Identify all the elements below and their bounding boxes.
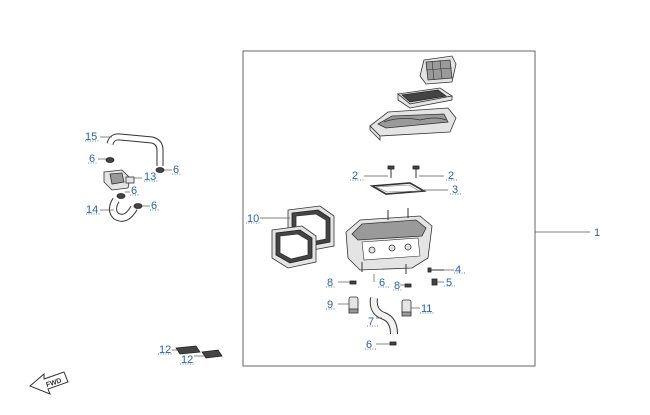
callout-10: 10 [247,213,259,225]
callout-2-left: 2 [352,170,358,182]
filter-grid-part [397,87,454,109]
gasket-part [369,182,427,195]
callout-2-right: 2 [448,170,454,182]
callout-6-bottom: 6 [366,339,372,351]
callout-7: 7 [368,316,374,328]
upper-housing-part [369,107,457,141]
screw-part-2b [412,165,420,178]
clamp-part-6-mid [116,193,126,199]
callout-6-right: 6 [173,164,179,176]
callout-12-top: 12 [159,344,171,356]
drain-plug-part-11 [401,299,412,317]
clip-part-12a [175,345,201,355]
filter-element-part [271,205,335,269]
hose-clamp-part-6 [389,341,397,346]
callout-1: 1 [594,227,600,239]
callout-6-left-top: 6 [89,153,95,165]
callout-6-mid: 6 [131,185,137,197]
forward-arrow-icon: FWD [29,371,69,395]
drain-hose-part-7 [369,297,398,335]
callout-12-bottom: 12 [181,354,193,366]
clamp-part-6-left-top [105,157,115,163]
breather-hose-part-15 [106,133,164,166]
callout-4: 4 [455,264,461,276]
hose-part-14 [109,197,138,222]
clip-part-8b [404,283,412,288]
grommet-part-5 [431,278,438,286]
callout-11: 11 [421,303,432,315]
callout-8-left: 8 [327,277,333,289]
lower-airbox-part [345,208,433,274]
drain-plug-part-9 [348,296,359,314]
clip-part-8a [349,280,357,285]
valve-part-13 [103,169,135,191]
assembly-frame [242,50,536,367]
callout-9: 9 [327,299,333,311]
filter-cap-part [419,55,457,85]
callout-14: 14 [86,204,98,216]
callout-5: 5 [446,277,452,289]
clamp-part-6-right [155,167,165,173]
callout-6-low: 6 [151,200,157,212]
screw-part-2a [387,165,395,178]
bolt-part-4 [427,267,444,273]
clip-part-12b [201,349,223,359]
callout-13: 13 [144,171,156,183]
callout-6-center: 6 [379,277,385,289]
clamp-part-6-low [133,203,143,209]
callout-15: 15 [85,131,97,143]
direction-marker-label: FWD [45,377,62,389]
callout-3: 3 [452,184,458,196]
callout-8-right: 8 [394,280,400,292]
